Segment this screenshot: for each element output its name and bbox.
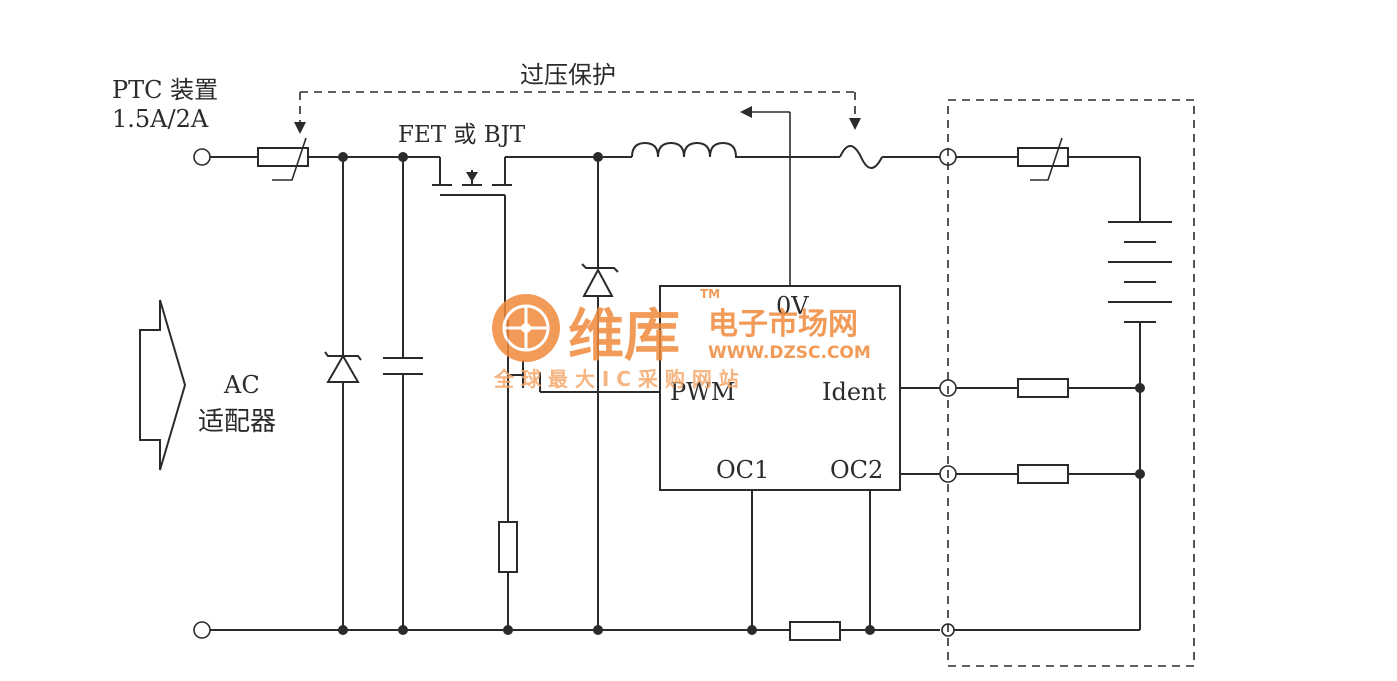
overvoltage-protection-label: 过压保护 xyxy=(520,61,616,89)
watermark: 维库 电子市场网 TM WWW.DZSC.COM 全 球 最 大 I C 采 购… xyxy=(492,287,871,391)
ptc-rating-label: 1.5A/2A xyxy=(112,105,209,133)
ic-pin-pwm-label: PWM xyxy=(670,378,735,406)
fet-or-bjt-label: FET 或 BJT xyxy=(398,122,526,148)
fuse xyxy=(839,145,883,169)
ic-pin-oc2-label: OC2 xyxy=(830,456,883,484)
watermark-url: WWW.DZSC.COM xyxy=(708,343,871,363)
zener-diode-input xyxy=(324,157,362,630)
overvoltage-dashed-line xyxy=(294,91,861,134)
ic-pin-ident-label: Ident xyxy=(822,378,887,406)
battery-pack-internals xyxy=(954,137,1172,631)
ic-pin-oc1-label: OC1 xyxy=(716,456,769,484)
fet-switch xyxy=(432,157,512,320)
freewheel-diode xyxy=(581,157,619,630)
driver-transistor xyxy=(508,360,660,393)
ac-adapter-arrow-icon xyxy=(139,299,187,471)
adapter-label: 适配器 xyxy=(198,407,276,437)
ptc-device-label: PTC 装置 xyxy=(112,76,218,104)
input-terminal-top xyxy=(193,148,211,166)
current-sense xyxy=(751,490,871,641)
watermark-logo-icon xyxy=(492,294,560,362)
watermark-brand-sub: 电子市场网 xyxy=(708,307,858,342)
input-terminal-bottom xyxy=(193,621,211,639)
ic-outputs xyxy=(900,387,940,475)
watermark-slogan: 全 球 最 大 I C 采 购 网 站 xyxy=(493,367,739,391)
ic-pin-0v-label: 0V xyxy=(776,292,809,320)
ptc-resistor-input xyxy=(257,137,309,181)
watermark-tm: TM xyxy=(700,287,720,301)
capacitor xyxy=(383,157,423,630)
battery-pack-box xyxy=(947,99,1195,667)
voltage-sense-line xyxy=(740,106,791,286)
inductor xyxy=(631,141,737,158)
watermark-brand: 维库 xyxy=(568,304,680,369)
ac-label: AC xyxy=(223,371,260,399)
